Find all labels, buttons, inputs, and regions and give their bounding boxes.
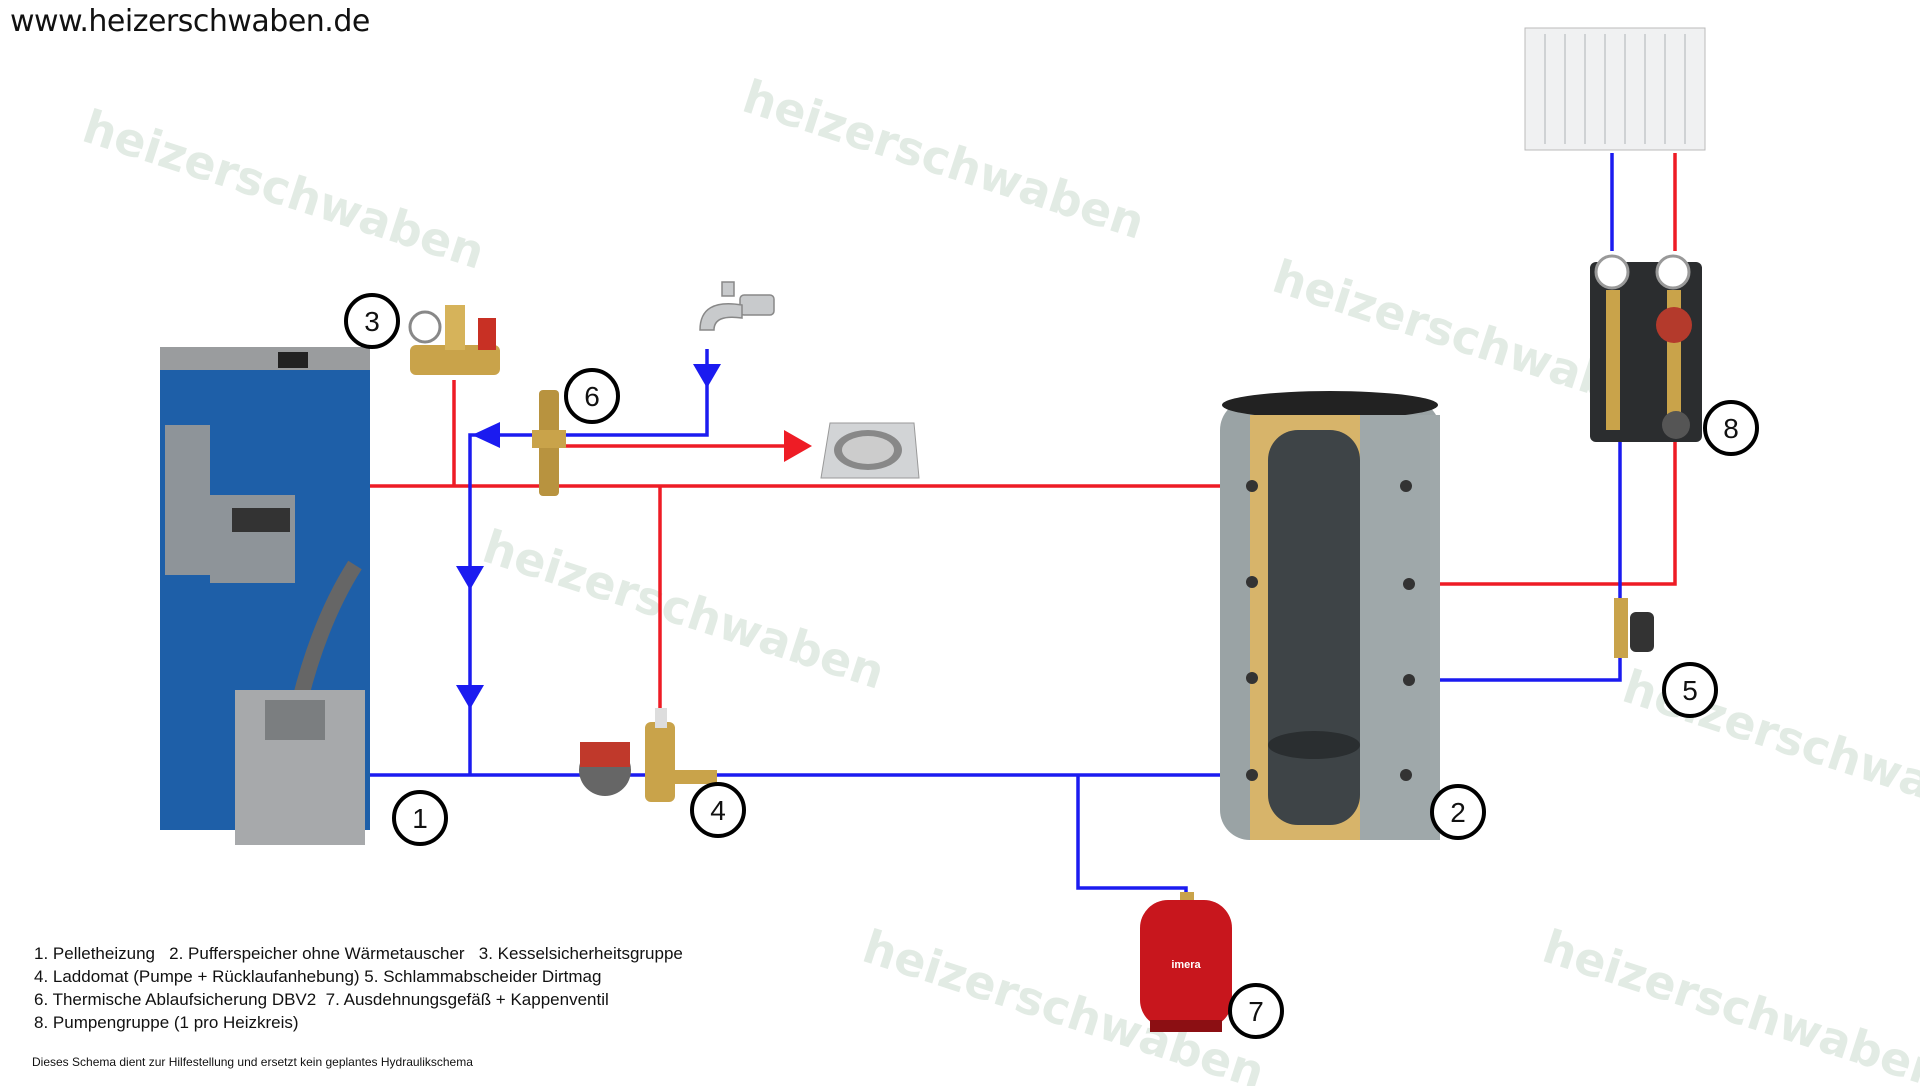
legend: 1. Pelletheizung 2. Pufferspeicher ohne …: [34, 942, 683, 1034]
arrow-down-icon: [456, 685, 484, 709]
arrow-left-icon: [472, 422, 500, 448]
svg-text:5: 5: [1682, 675, 1698, 706]
laddomat: [579, 708, 717, 802]
heating-supply-pipe: [1409, 153, 1677, 586]
heating-return-pipe: [1409, 153, 1622, 682]
svg-text:4: 4: [710, 795, 726, 826]
vessel-brand: imera: [1171, 959, 1201, 971]
label-7: 7: [1228, 983, 1284, 1039]
number-labels: 1 2 3 4 5 6 7 8: [344, 293, 1759, 1039]
radiator: [1524, 27, 1706, 151]
watermark: heizerschwaben: [1617, 659, 1920, 840]
label-1: 1: [392, 790, 448, 846]
legend-line: 8. Pumpengruppe (1 pro Heizkreis): [34, 1013, 299, 1032]
disclaimer: Dieses Schema dient zur Hilfestellung un…: [32, 1055, 473, 1069]
svg-text:2: 2: [1450, 797, 1466, 828]
svg-text:7: 7: [1248, 996, 1264, 1027]
boiler-safety-group: [408, 305, 500, 375]
dirt-separator: [1614, 598, 1654, 658]
site-url: www.heizerschwaben.de: [10, 4, 370, 39]
svg-text:6: 6: [584, 381, 600, 412]
buffer-tank: [1220, 391, 1440, 840]
legend-line: 6. Thermische Ablaufsicherung DBV2 7. Au…: [34, 990, 609, 1009]
arrow-down-icon: [456, 566, 484, 590]
label-2: 2: [1430, 784, 1486, 840]
watermark: heizerschwaben: [737, 69, 1151, 250]
thermal-discharge-valve: [532, 390, 566, 496]
svg-text:1: 1: [412, 803, 428, 834]
svg-text:3: 3: [364, 306, 380, 337]
legend-line: 1. Pelletheizung 2. Pufferspeicher ohne …: [34, 944, 683, 963]
pipes: [368, 153, 1677, 900]
watermark: heizerschwaben: [1537, 919, 1920, 1086]
label-5: 5: [1662, 662, 1718, 718]
legend-line: 4. Laddomat (Pumpe + Rücklaufanhebung) 5…: [34, 967, 602, 986]
flow-arrows: [456, 364, 812, 709]
water-tap: [699, 281, 775, 331]
supply-pipe: [368, 380, 1250, 723]
svg-text:8: 8: [1723, 413, 1739, 444]
pump-group: [1590, 254, 1702, 442]
arrow-down-icon: [693, 364, 721, 388]
label-3: 3: [344, 293, 400, 349]
watermark: heizerschwaben: [477, 519, 891, 700]
floor-drain: [820, 422, 920, 479]
arrow-right-icon: [784, 430, 812, 462]
pellet-boiler: [160, 347, 370, 845]
label-8: 8: [1703, 400, 1759, 456]
label-4: 4: [690, 782, 746, 838]
label-6: 6: [564, 368, 620, 424]
watermark: heizerschwaben: [77, 99, 491, 280]
tank-ports: [1246, 480, 1415, 781]
expansion-vessel: imera: [1140, 892, 1232, 1032]
